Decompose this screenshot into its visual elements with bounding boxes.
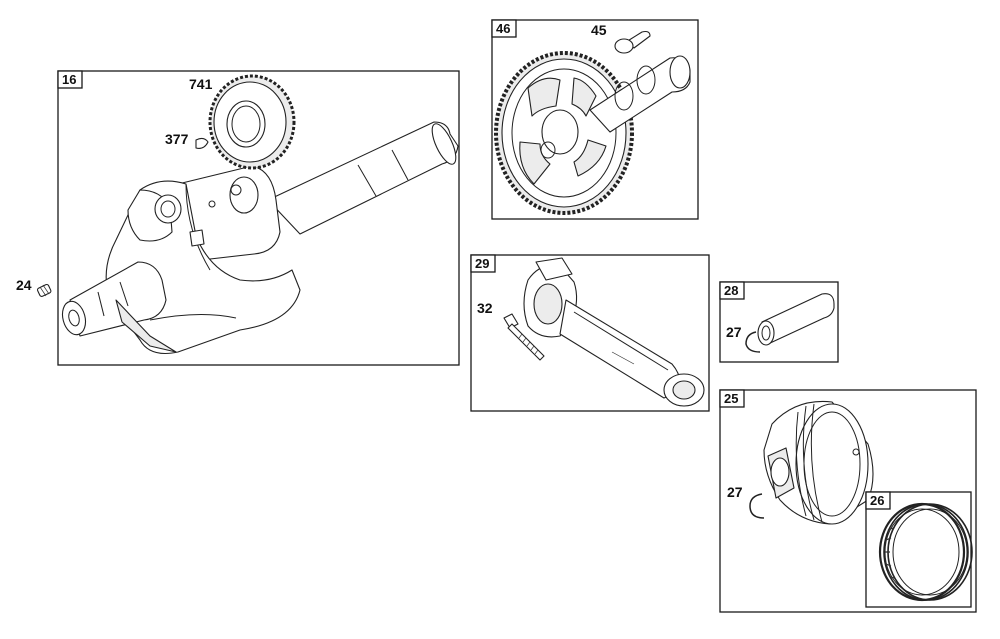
dowel-pin-part <box>36 283 52 297</box>
group-16-frame <box>57 70 460 366</box>
group-16-tag: 16 <box>62 72 76 87</box>
group-25-frame <box>719 389 977 613</box>
group-26-frame <box>865 491 972 608</box>
group-16-crankshaft: 16 <box>16 70 460 366</box>
callout-27b: 27 <box>727 484 743 500</box>
piston-pin-part <box>757 293 835 346</box>
crank-gear-part <box>208 74 296 170</box>
piston-clip-part <box>749 493 765 519</box>
callout-27a: 27 <box>726 324 742 340</box>
group-25-piston: 25 27 <box>719 389 977 613</box>
group-26-tag-box <box>865 491 891 510</box>
callout-741: 741 <box>189 76 213 92</box>
callout-32: 32 <box>477 300 493 316</box>
group-28-frame <box>719 281 839 363</box>
rod-bolt-part <box>503 313 545 361</box>
callout-377: 377 <box>165 131 189 147</box>
group-46-frame <box>491 19 699 220</box>
group-29-tag: 29 <box>475 256 489 271</box>
group-29-frame <box>470 254 710 412</box>
crankshaft-part <box>61 121 459 355</box>
cam-gear-part <box>494 51 634 215</box>
connecting-rod-part <box>523 257 705 407</box>
piston-part <box>763 400 874 525</box>
group-46-tag: 46 <box>496 21 510 36</box>
group-16-tag-box <box>57 70 83 89</box>
group-29-connecting-rod: 29 32 <box>470 254 710 412</box>
woodruff-key-part <box>195 137 209 149</box>
group-46-tag-box <box>491 19 517 38</box>
group-25-tag-box <box>719 389 745 408</box>
group-26-tag: 26 <box>870 493 884 508</box>
group-29-tag-box <box>470 254 496 273</box>
group-46-camshaft: 46 45 <box>491 19 699 220</box>
group-28-tag-box <box>719 281 745 300</box>
piston-rings-part <box>878 502 973 602</box>
compression-release-pin-part <box>614 30 651 54</box>
cam-shaft-part <box>589 55 691 133</box>
group-28-piston-pin: 28 27 <box>719 281 839 363</box>
group-26-piston-rings: 26 <box>865 491 973 608</box>
callout-24: 24 <box>16 277 32 293</box>
group-25-tag: 25 <box>724 391 738 406</box>
callout-45: 45 <box>591 22 607 38</box>
pin-clip-part <box>745 331 761 353</box>
group-28-tag: 28 <box>724 283 738 298</box>
